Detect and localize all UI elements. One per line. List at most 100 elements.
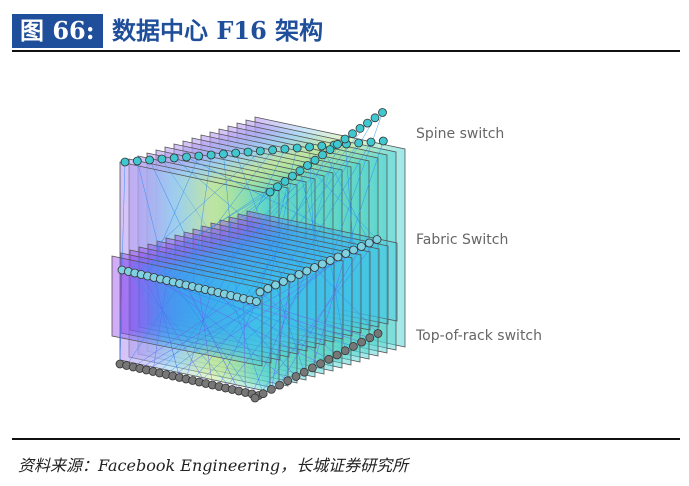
interconnect-links: [119, 112, 384, 399]
fabric-tor-link: [166, 281, 284, 375]
spine-node: [318, 150, 327, 160]
tor-node: [283, 376, 293, 386]
tor-node: [324, 354, 334, 364]
fabric-node: [302, 266, 312, 276]
spine-fabric-link: [186, 156, 362, 247]
tor-node: [332, 350, 342, 360]
spine-fabric-link: [173, 149, 273, 283]
fabric-node: [372, 235, 382, 244]
figure-title: 数据中心 F16 架构: [112, 16, 324, 45]
spine-node: [317, 141, 327, 151]
spine-node: [280, 144, 290, 154]
spine-node: [218, 149, 228, 159]
spine-fabric-link: [298, 144, 338, 275]
spine-fabric-link: [223, 153, 238, 298]
fabric-tor-link: [314, 267, 379, 334]
tor-node: [291, 372, 301, 381]
tor-node: [316, 359, 326, 369]
fabric-tor-link: [251, 270, 308, 395]
tor-node: [266, 384, 276, 394]
tor-node: [373, 329, 383, 338]
spine-fabric-link: [224, 181, 286, 295]
fabric-tor-link: [172, 281, 256, 399]
spine-node: [354, 138, 364, 148]
fabric-tor-link: [126, 283, 180, 366]
spine-node: [132, 156, 142, 166]
spine-node: [120, 157, 130, 167]
spine-node: [340, 134, 350, 144]
spine-node: [325, 145, 335, 154]
tor-plane: [111, 255, 263, 367]
fabric-tor-link: [258, 239, 378, 396]
spine-node: [157, 154, 167, 164]
fabric-tor-link: [172, 249, 354, 377]
fabric-tor-link: [312, 253, 347, 368]
fabric-tor-link: [218, 301, 257, 387]
fabric-node: [294, 270, 304, 279]
fabric-node: [325, 256, 335, 265]
tor-node: [299, 367, 309, 377]
spine-fabric-link: [192, 154, 212, 287]
fabric-node: [310, 263, 320, 272]
spine-fabric-link: [247, 151, 339, 258]
spine-fabric-link: [230, 122, 368, 296]
spine-fabric-link: [267, 176, 293, 289]
tor-node: [365, 333, 375, 343]
fabric-tor-link: [139, 274, 300, 369]
fabric-node: [317, 259, 327, 269]
spine-node: [206, 150, 216, 160]
fabric-node: [349, 245, 359, 255]
fabric-node: [278, 277, 288, 286]
fabric-tor-link: [128, 271, 233, 390]
spine-node: [366, 137, 376, 147]
tor-node: [250, 393, 260, 403]
spine-node: [288, 171, 297, 181]
tor-switch-label: Top-of-rack switch: [416, 328, 542, 344]
fabric-tor-link: [133, 296, 238, 368]
spine-fabric-link: [121, 161, 126, 271]
fabric-node: [364, 238, 374, 248]
source-note: 资料来源：Facebook Engineering，长城证券研究所: [18, 456, 409, 475]
spine-node: [169, 153, 179, 163]
spine-fabric-link: [185, 128, 361, 286]
tor-node: [275, 380, 285, 390]
fabric-tor-link: [279, 246, 362, 386]
spine-fabric-link: [128, 150, 261, 272]
spine-fabric-link: [329, 112, 383, 261]
spine-node: [182, 152, 191, 162]
fabric-tor-link: [185, 284, 240, 392]
tor-node: [258, 389, 268, 399]
spine-fabric-link: [205, 154, 323, 290]
spine-fabric-link: [243, 142, 359, 299]
spine-node: [194, 151, 204, 161]
fabric-node: [341, 249, 351, 258]
fabric-tor-link: [217, 292, 297, 377]
spine-fabric-link: [307, 165, 378, 240]
spine-node: [145, 155, 155, 165]
tor-node: [340, 346, 350, 356]
spine-fabric-link: [344, 138, 354, 251]
top-rule: [12, 50, 680, 52]
spine-node: [348, 129, 357, 139]
spine-node: [310, 155, 320, 165]
fabric-tor-link: [249, 299, 370, 339]
figure-header: 图 66: 数据中心 F16 架构: [12, 14, 680, 54]
spine-fabric-link: [290, 141, 372, 279]
spine-fabric-link: [174, 157, 307, 272]
spine-node: [363, 118, 372, 128]
spine-node: [273, 182, 282, 192]
fabric-tor-link: [119, 269, 123, 365]
tor-node: [307, 363, 317, 373]
fabric-tor-link: [185, 290, 212, 380]
spine-node: [305, 142, 314, 152]
fabric-tor-link: [159, 293, 225, 374]
switch-planes: [111, 116, 406, 393]
spine-node: [295, 166, 305, 176]
bottom-rule: [12, 438, 680, 440]
fabric-tor-link: [329, 260, 346, 351]
figure-number: 图 66:: [12, 14, 103, 48]
spine-node: [378, 136, 388, 146]
spine-fabric-link: [179, 186, 278, 284]
fabric-node: [356, 242, 366, 251]
spine-fabric-link: [249, 149, 331, 301]
